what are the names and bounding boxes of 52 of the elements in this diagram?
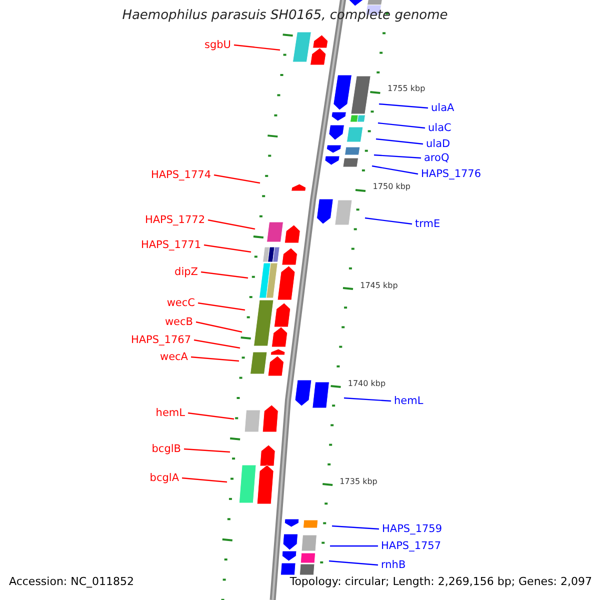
gene-label: aroQ [424,151,450,165]
gene-label: hemL [394,394,424,408]
leader-line [328,560,378,566]
gene-label: bcglB [152,442,181,456]
title: Haemophilus parasuis SH0165, complete genome [121,9,449,22]
gene-label: HAPS_1757 [381,539,442,553]
leader-line [344,397,392,402]
gene-label: HAPS_1772 [144,213,205,227]
scale-label: 1735 kbp [340,477,378,487]
gene-label: HAPS_1771 [140,238,201,252]
gene-label: HAPS_1774 [150,168,211,182]
leader-line [372,165,418,175]
gene-label: ulaA [431,101,454,115]
scale-label: 1745 kbp [360,281,398,291]
leader-line [196,321,242,333]
leader-line [184,448,230,453]
leader-line [374,154,422,159]
leader-line [190,356,240,362]
gene-label: HAPS_1767 [130,333,191,347]
gene-label: wecA [160,350,188,364]
gene-label: HAPS_1759 [382,522,442,536]
gene-label: HAPS_1776 [421,167,482,181]
gene-label: ulaD [426,137,450,151]
leader-line [378,103,428,109]
leader-line [214,174,260,184]
gene-label: hemL [156,406,185,420]
leader-line [364,217,412,225]
gene-label: wecB [164,315,193,329]
leader-line [198,302,246,311]
scale-label: 1740 kbp [348,379,386,389]
topology-text: Topology: circular; Length: 2,269,156 bp; Genes: 2,097 [290,575,592,589]
scale-label: 1750 kbp [372,182,410,192]
leader-line [188,412,234,420]
leader-line [378,122,426,129]
leader-line [330,545,378,547]
accession-text: Accession: NC_011852 [9,575,134,589]
gene-label: dipZ [174,265,198,279]
leader-line [182,477,228,483]
leader-line [204,244,252,253]
leader-line [234,44,280,51]
leader-line [376,138,424,145]
gene-label: rnhB [381,558,406,572]
leader-line [194,339,240,349]
gene-label: ulaC [428,121,452,135]
gene-label: sgbU [204,38,231,52]
gene-label: bcglA [150,471,179,485]
scale-label: 1755 kbp [388,84,426,94]
gene-label: wecC [166,296,195,310]
leader-line [208,219,256,230]
gene-label: trmE [415,217,440,231]
leader-line [332,525,380,530]
leader-line [200,271,248,279]
